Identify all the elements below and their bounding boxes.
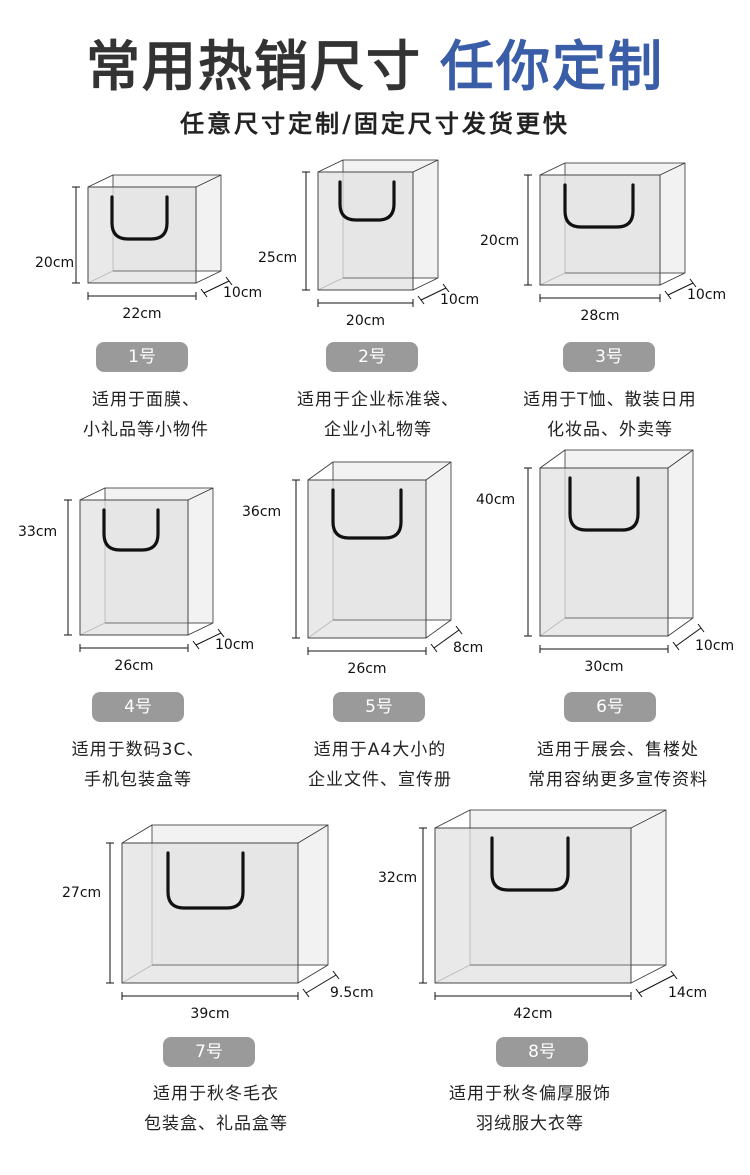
width-label: 30cm: [584, 659, 623, 675]
depth-label: 10cm: [223, 285, 262, 301]
height-label: 25cm: [258, 250, 297, 266]
height-label: 33cm: [18, 524, 57, 540]
bag-handle: [338, 180, 396, 222]
bag-back-face: [469, 809, 667, 966]
bag-front-face: [539, 174, 661, 286]
description-line: 企业文件、宣传册: [308, 770, 452, 790]
bag-back-face: [564, 162, 686, 274]
description-line: 羽绒服大衣等: [476, 1114, 584, 1134]
width-label: 42cm: [513, 1006, 552, 1022]
bag-front-face: [87, 186, 197, 284]
height-label: 20cm: [35, 255, 74, 271]
description-line: 适用于秋冬偏厚服饰: [449, 1084, 611, 1104]
bag-handle: [110, 195, 169, 241]
description-line: 小礼品等小物件: [83, 420, 209, 440]
width-label: 20cm: [346, 313, 385, 329]
width-label: 26cm: [114, 658, 153, 674]
bag-back-face: [112, 174, 222, 272]
height-label: 27cm: [62, 885, 101, 901]
description-line: 常用容纳更多宣传资料: [528, 770, 708, 790]
title-accent: 任你定制: [440, 35, 664, 98]
depth-label: 10cm: [695, 638, 734, 654]
depth-label: 10cm: [440, 292, 479, 308]
bag-handle: [331, 488, 403, 540]
depth-label: 9.5cm: [330, 985, 374, 1001]
bag-handle: [102, 508, 160, 552]
description-line: 适用于秋冬毛衣: [153, 1084, 279, 1104]
description-line: 企业小礼物等: [324, 420, 432, 440]
bag-handle: [563, 183, 635, 229]
height-label: 36cm: [242, 504, 281, 520]
page-subtitle: 任意尺寸定制/固定尺寸发货更快: [180, 110, 570, 138]
title-main: 常用热销尺寸: [86, 35, 422, 98]
height-label: 40cm: [476, 492, 515, 508]
size-number-badge: 7号: [163, 1037, 255, 1067]
bag-front-face: [79, 499, 189, 636]
size-number-badge: 2号: [326, 342, 418, 372]
bag-back-face: [151, 824, 329, 966]
bag-handle: [568, 476, 640, 532]
bag-front-face: [539, 467, 669, 637]
size-number-badge: 8号: [496, 1037, 588, 1067]
description-line: 适用于A4大小的: [313, 740, 447, 760]
bag-handle: [490, 836, 570, 892]
size-description: 适用于A4大小的企业文件、宣传册: [270, 735, 490, 795]
width-label: 39cm: [190, 1006, 229, 1022]
size-number-badge: 3号: [563, 342, 655, 372]
description-line: 适用于展会、售楼处: [537, 740, 699, 760]
height-label: 32cm: [378, 870, 417, 886]
size-number-badge: 6号: [564, 692, 656, 722]
description-line: 包装盒、礼品盒等: [144, 1114, 288, 1134]
width-label: 22cm: [122, 306, 161, 322]
bag-handle: [166, 851, 245, 910]
size-description: 适用于面膜、小礼品等小物件: [36, 385, 256, 445]
size-number-badge: 4号: [92, 692, 184, 722]
bag-front-face: [121, 842, 299, 984]
bag-back-face: [342, 159, 439, 279]
depth-label: 8cm: [453, 640, 483, 656]
description-line: 手机包装盒等: [84, 770, 192, 790]
size-description: 适用于秋冬偏厚服饰羽绒服大衣等: [420, 1079, 640, 1139]
size-description: 适用于秋冬毛衣包装盒、礼品盒等: [106, 1079, 326, 1139]
height-label: 20cm: [480, 233, 519, 249]
size-number-badge: 1号: [96, 342, 188, 372]
width-label: 26cm: [347, 661, 386, 677]
description-line: 适用于数码3C、: [71, 740, 205, 760]
bag-back-face: [104, 487, 214, 624]
description-line: 化妆品、外卖等: [547, 420, 673, 440]
description-line: 适用于T恤、散装日用: [523, 390, 697, 410]
size-number-badge: 5号: [333, 692, 425, 722]
size-description: 适用于数码3C、手机包装盒等: [28, 735, 248, 795]
depth-label: 14cm: [668, 985, 707, 1001]
size-description: 适用于展会、售楼处常用容纳更多宣传资料: [508, 735, 728, 795]
bag-front-face: [307, 479, 427, 639]
description-line: 适用于面膜、: [92, 390, 200, 410]
depth-label: 10cm: [687, 287, 726, 303]
size-description: 适用于企业标准袋、企业小礼物等: [268, 385, 488, 445]
description-line: 适用于企业标准袋、: [297, 390, 459, 410]
bag-back-face: [564, 449, 694, 619]
depth-label: 10cm: [215, 637, 254, 653]
width-label: 28cm: [580, 308, 619, 324]
page-title: 常用热销尺寸任你定制: [0, 22, 750, 101]
bag-front-face: [434, 827, 632, 984]
bag-front-face: [317, 171, 414, 291]
size-description: 适用于T恤、散装日用化妆品、外卖等: [500, 385, 720, 445]
bag-back-face: [332, 461, 452, 621]
